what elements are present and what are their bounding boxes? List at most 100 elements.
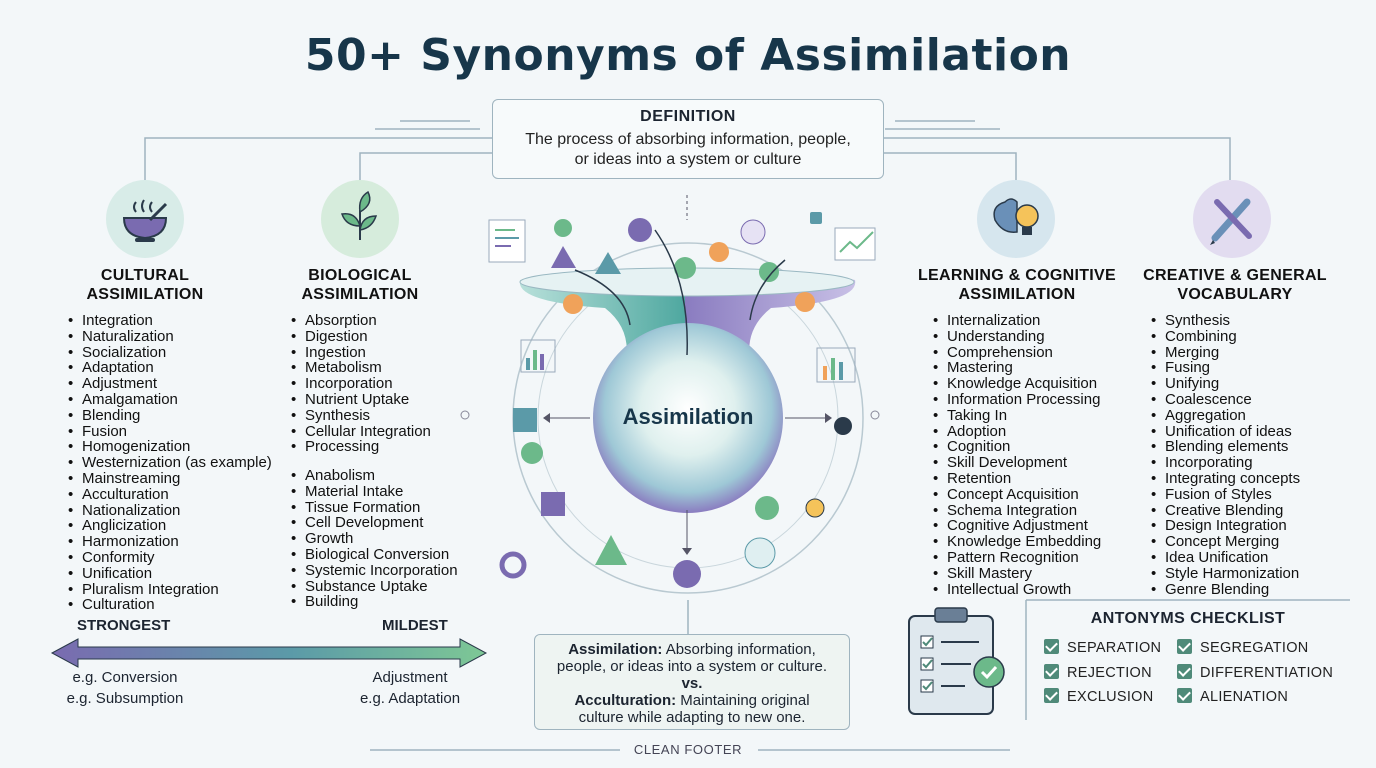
synonym-item: Nutrient Uptake	[291, 392, 431, 408]
synonym-item: Taking In	[933, 407, 1101, 424]
synonym-item: Aggregation	[1151, 407, 1300, 424]
soup-bowl-icon	[106, 180, 184, 258]
brain-lightbulb-icon	[977, 180, 1055, 258]
check-icon	[1044, 639, 1059, 654]
synonym-item: Information Processing	[933, 392, 1101, 408]
synonym-item: Comprehension	[933, 344, 1101, 361]
synonym-item: Coalescence	[1151, 392, 1300, 408]
synonym-item: Growth	[291, 531, 458, 547]
scale-left-label: STRONGEST	[77, 617, 171, 634]
synonym-item: Processing	[291, 439, 431, 455]
synonym-item: Knowledge Embedding	[933, 534, 1101, 550]
center-label: Assimilation	[622, 404, 754, 429]
synonym-item: Culturation	[68, 597, 272, 613]
synonym-item: Anglicization	[68, 518, 272, 534]
antonym-item: ALIENATION	[1177, 688, 1288, 705]
antonyms-heading: ANTONYMS CHECKLIST	[1090, 610, 1286, 627]
creative-list: SynthesisCombiningMergingFusingUnifyingC…	[1151, 313, 1300, 597]
synonym-item: Fusion	[68, 423, 272, 440]
synonym-item: Knowledge Acquisition	[933, 376, 1101, 392]
synonym-item: Anabolism	[291, 468, 458, 484]
synonym-item: Synthesis	[291, 407, 431, 424]
check-icon	[1177, 664, 1192, 679]
synonym-item: Adoption	[933, 423, 1101, 440]
synonym-item: Naturalization	[68, 328, 272, 345]
synonym-item: Tissue Formation	[291, 499, 458, 516]
synonym-item: Mastering	[933, 360, 1101, 376]
definition-box: DEFINITION The process of absorbing info…	[492, 99, 884, 179]
synonym-item: Intellectual Growth	[933, 581, 1101, 598]
antonym-item: DIFFERENTIATION	[1177, 664, 1333, 681]
synonym-item: Unification of ideas	[1151, 423, 1300, 440]
synonym-item: Adjustment	[68, 376, 272, 392]
synonym-item: Unifying	[1151, 376, 1300, 392]
antonym-item: EXCLUSION	[1044, 688, 1154, 705]
synonym-item: Substance Uptake	[291, 578, 458, 595]
synonym-item: Synthesis	[1151, 313, 1300, 329]
synonym-item: Skill Mastery	[933, 565, 1101, 582]
synonym-item: Acculturation	[68, 486, 272, 503]
synonym-item: Cognition	[933, 439, 1101, 455]
synonym-item: Nationalization	[68, 502, 272, 519]
synonym-item: Integration	[68, 313, 272, 329]
synonym-item: Material Intake	[291, 483, 458, 500]
synonym-item: Creative Blending	[1151, 502, 1300, 519]
synonym-item: Understanding	[933, 328, 1101, 345]
synonym-item: Concept Acquisition	[933, 486, 1101, 503]
synonym-item: Genre Blending	[1151, 581, 1300, 598]
synonym-item: Fusing	[1151, 360, 1300, 376]
synonym-item: Incorporating	[1151, 455, 1300, 471]
synonym-item: Systemic Incorporation	[291, 562, 458, 579]
synonym-item: Integrating concepts	[1151, 471, 1300, 487]
synonym-item: Pluralism Integration	[68, 581, 272, 598]
synonym-item: Skill Development	[933, 455, 1101, 471]
synonym-item: Mainstreaming	[68, 471, 272, 487]
synonym-item: Combining	[1151, 328, 1300, 345]
synonym-item: Concept Merging	[1151, 534, 1300, 550]
synonym-item: Digestion	[291, 328, 431, 345]
synonym-item: Style Harmonization	[1151, 565, 1300, 582]
synonym-item: Absorption	[291, 313, 431, 329]
synonym-item: Homogenization	[68, 439, 272, 455]
synonym-item: Merging	[1151, 344, 1300, 361]
synonym-item: Harmonization	[68, 534, 272, 550]
funnel-illustration	[460, 195, 880, 594]
synonym-item: Cognitive Adjustment	[933, 518, 1101, 534]
synonym-item: Unification	[68, 565, 272, 582]
definition-text-line1: The process of absorbing information, pe…	[525, 131, 851, 148]
biological-list: AbsorptionDigestionIngestionMetabolismIn…	[291, 313, 431, 455]
biological-list-extra: AnabolismMaterial IntakeTissue Formation…	[291, 468, 458, 610]
clipboard-icon	[908, 607, 1005, 715]
synonym-item: Biological Conversion	[291, 547, 458, 563]
synonym-item: Blending elements	[1151, 439, 1300, 455]
learning-list: InternalizationUnderstandingComprehensio…	[933, 313, 1101, 597]
synonym-item: Westernization (as example)	[68, 455, 272, 471]
synonym-item: Pattern Recognition	[933, 550, 1101, 566]
synonym-item: Idea Unification	[1151, 550, 1300, 566]
synonym-item: Building	[291, 594, 458, 610]
page-title: 50+ Synonyms of Assimilation	[304, 30, 1072, 81]
synonym-item: Adaptation	[68, 360, 272, 376]
synonym-item: Amalgamation	[68, 392, 272, 408]
synonym-item: Design Integration	[1151, 518, 1300, 534]
check-icon	[1177, 639, 1192, 654]
antonyms-box: ANTONYMS CHECKLIST	[1026, 600, 1350, 720]
synonym-item: Socialization	[68, 344, 272, 361]
synonym-item: Schema Integration	[933, 502, 1101, 519]
cultural-list: IntegrationNaturalizationSocializationAd…	[68, 313, 272, 613]
synonym-item: Incorporation	[291, 376, 431, 392]
synonym-item: Conformity	[68, 550, 272, 566]
pencil-brush-icon	[1193, 180, 1271, 258]
definition-text-line2: or ideas into a system or culture	[574, 151, 802, 168]
antonym-item: REJECTION	[1044, 664, 1152, 681]
antonym-item: SEPARATION	[1044, 639, 1161, 656]
definition-heading: DEFINITION	[640, 108, 736, 125]
synonym-item: Internalization	[933, 313, 1101, 329]
